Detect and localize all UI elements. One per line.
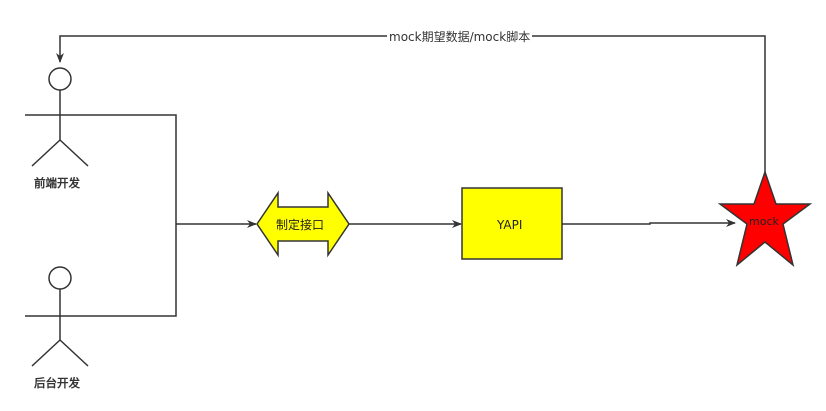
edge-to-mock [562, 219, 736, 227]
feedback-edge-label: mock期望数据/mock脚本 [387, 30, 533, 44]
feedback-edge [56, 35, 766, 176]
yapi-label: YAPI [497, 218, 523, 232]
actor-back-end [25, 266, 95, 367]
actor-back-end-label: 后台开发 [34, 376, 80, 390]
connector-back [95, 224, 177, 317]
mock-star [717, 169, 813, 268]
actor-front-end [25, 67, 95, 167]
mock-label: mock [749, 215, 779, 228]
yapi-box [461, 187, 563, 260]
connector-front [95, 114, 177, 224]
actor-front-end-label: 前端开发 [34, 176, 80, 190]
define-api-label: 制定接口 [276, 218, 325, 232]
